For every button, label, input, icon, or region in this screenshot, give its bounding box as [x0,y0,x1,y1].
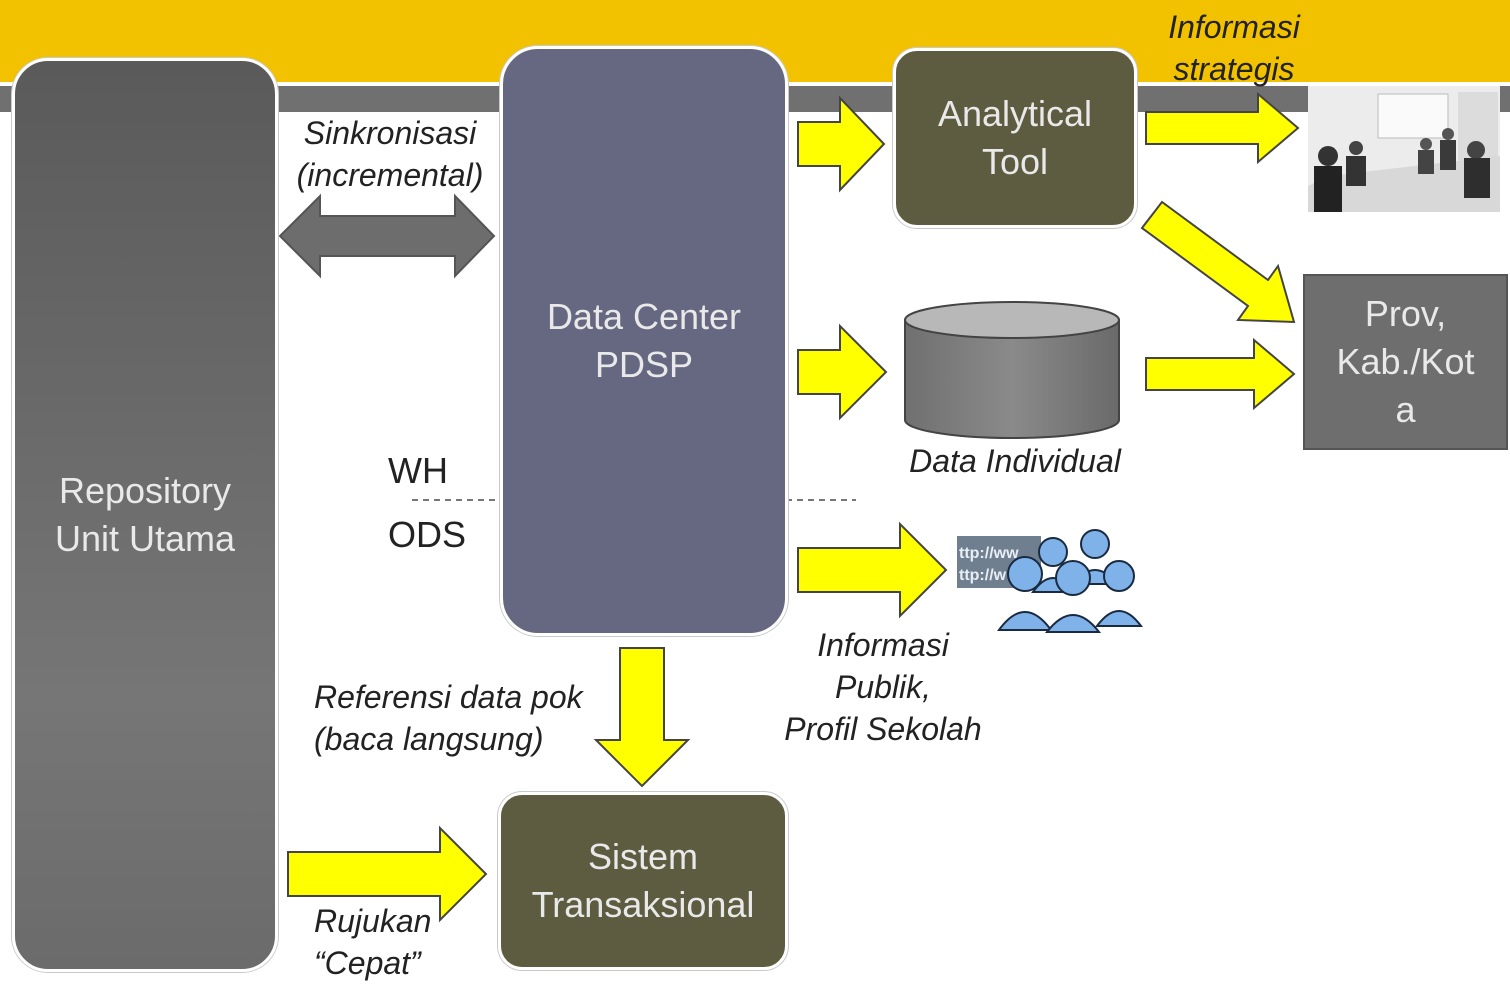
arrow-dc-to-sistem [593,647,691,788]
arrow-dc-to-public [797,521,948,619]
prov-box: Prov, Kab./Kot a [1303,274,1508,450]
url-line-1: ttp://ww [959,545,1019,562]
arrow-repo-to-sistem [287,825,488,923]
wh-label: WH [388,450,448,491]
rujukan-label: Rujukan “Cepat” [314,903,432,981]
meeting-photo-image [1308,86,1500,212]
prov-label: Prov, Kab./Kot a [1336,293,1475,430]
repository-box: Repository Unit Utama [12,58,278,972]
sync-double-arrow [278,193,496,279]
analytical-tool-box: Analytical Tool [893,48,1137,228]
referensi-label: Referensi data pok (baca langsung) [314,679,583,757]
arrow-dc-to-tool [797,95,886,193]
arrow-dc-to-data [797,323,888,421]
database-cylinder-icon [904,301,1120,439]
data-center-box: Data Center PDSP [500,46,788,636]
ods-label: ODS [388,514,467,555]
data-center-label: Data Center PDSP [546,296,742,385]
arrow-data-to-prov [1145,337,1296,411]
informasi-publik-label: Informasi Publik, Profil Sekolah [784,627,982,747]
public-users-icon: ttp://ww ttp://w [955,522,1145,634]
repository-label: Repository Unit Utama [54,470,236,559]
arrow-tool-to-photo [1145,91,1300,165]
informasi-strategis-label: Informasi strategis [1168,9,1300,87]
data-individual-label: Data Individual [909,443,1121,479]
analytical-tool-label: Analytical Tool [937,93,1093,182]
sinkronisasi-label: Sinkronisasi (incremental) [296,115,484,193]
url-line-2: ttp://w [959,567,1007,584]
sistem-transaksional-box: Sistem Transaksional [498,792,788,970]
sistem-transaksional-label: Sistem Transaksional [531,836,755,925]
arrow-tool-to-prov [1140,200,1296,324]
